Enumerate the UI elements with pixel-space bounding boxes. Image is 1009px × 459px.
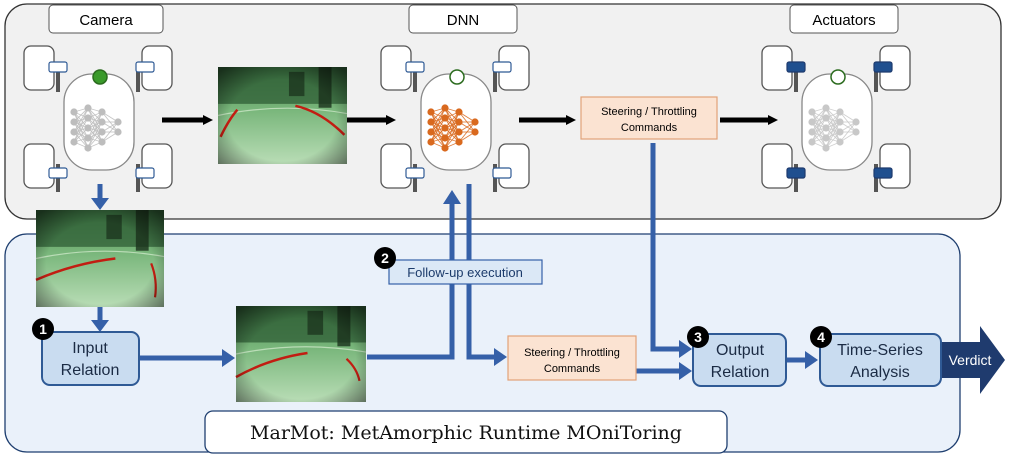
timeseries-line1: Time-Series (837, 342, 923, 359)
actuator-arm (873, 167, 893, 179)
step-1-number: 1 (39, 321, 47, 337)
input-relation-box: Input Relation (41, 331, 140, 386)
camera-frame-captured (35, 210, 165, 307)
arrow-dnn-to-followup-commands (466, 184, 496, 360)
wheel-icon (23, 143, 55, 189)
marmot-title-box: MarMot: MetAmorphic Runtime MOniToring (204, 410, 728, 454)
wheel-icon (141, 143, 173, 189)
marmot-title: MarMot: MetAmorphic Runtime MOniToring (250, 422, 682, 444)
step-3-badge: 3 (687, 326, 709, 348)
actuators-label: Actuators (812, 12, 875, 29)
arrow-followup-to-dnn (367, 204, 455, 360)
actuator-arm (48, 61, 68, 73)
car-dnn-icon (380, 45, 530, 192)
timeseries-analysis-box: Time-Series Analysis (819, 333, 942, 387)
wheel-icon (761, 143, 793, 189)
arrowhead-frame-to-input (91, 320, 109, 332)
camera-vignette (236, 306, 366, 402)
camera-dot-icon (830, 69, 846, 85)
actuator-arm (405, 61, 425, 73)
arrowhead-input-to-frame (222, 349, 235, 367)
dnn-label-box: DNN (408, 4, 518, 34)
commands-box-followup: Steering / Throttling Commands (507, 335, 637, 381)
input-relation-line2: Relation (61, 362, 120, 379)
camera-label: Camera (79, 12, 133, 29)
wheel-icon (498, 143, 530, 189)
step-3-number: 3 (694, 329, 702, 345)
actuator-arm (135, 61, 155, 73)
step-1-badge: 1 (32, 318, 54, 340)
axle-rod (874, 64, 878, 92)
camera-vignette (36, 210, 164, 307)
axle-rod (56, 64, 60, 92)
arrowhead-output-to-timeseries (805, 351, 818, 369)
step-4-number: 4 (817, 329, 825, 345)
commands-box-original: Steering / Throttling Commands (580, 96, 718, 140)
axle-rod (493, 64, 497, 92)
output-relation-line1: Output (716, 342, 765, 359)
camera-vignette (218, 67, 347, 164)
actuator-arm (48, 167, 68, 179)
followup-execution-label-box: Follow-up execution (388, 259, 543, 285)
neural-network-icon (427, 104, 479, 152)
wheel-icon (879, 143, 911, 189)
arrowhead-dnn-to-commands (494, 348, 507, 366)
timeseries-line2: Analysis (850, 364, 910, 381)
output-relation-box: Output Relation (692, 333, 787, 387)
camera-frame-original (217, 67, 348, 164)
arrow-original-commands-to-output (650, 143, 680, 352)
vehicle-panel (4, 3, 1002, 220)
step-4-badge: 4 (810, 326, 832, 348)
actuator-arm (492, 167, 512, 179)
camera-label-box: Camera (48, 4, 164, 34)
actuators-label-box: Actuators (789, 4, 899, 34)
car-camera-icon (23, 45, 173, 192)
step-2-number: 2 (381, 250, 389, 266)
commands-followup-line2: Commands (544, 363, 601, 375)
output-relation-line2: Relation (711, 364, 770, 381)
verdict-arrow: Verdict (942, 326, 1005, 394)
camera-dot-icon (449, 69, 465, 85)
verdict-label: Verdict (949, 352, 992, 368)
actuator-arm (786, 61, 806, 73)
step-2-badge: 2 (374, 247, 396, 269)
arrowhead-followup-to-dnn (443, 190, 461, 204)
actuator-arm (873, 61, 893, 73)
actuator-arm (135, 167, 155, 179)
wheel-icon (380, 143, 412, 189)
commands-original-line1: Steering / Throttling (601, 106, 697, 118)
dnn-label: DNN (447, 12, 480, 29)
followup-execution-label: Follow-up execution (407, 265, 523, 280)
actuator-arm (405, 167, 425, 179)
arrowhead-commands-to-output (679, 340, 692, 358)
axle-rod (794, 64, 798, 92)
neural-network-icon (70, 104, 122, 152)
commands-original-line2: Commands (621, 122, 678, 134)
camera-frame-transformed (235, 306, 367, 402)
camera-dot-icon (92, 69, 108, 85)
arrowhead-camera-to-frame (91, 198, 109, 210)
actuator-arm (492, 61, 512, 73)
axle-rod (413, 64, 417, 92)
arrowhead-followup-to-output (679, 362, 692, 380)
actuator-arm (786, 167, 806, 179)
input-relation-line1: Input (72, 340, 108, 357)
axle-rod (136, 64, 140, 92)
car-actuators-icon (761, 45, 911, 192)
neural-network-icon (808, 104, 860, 152)
commands-followup-line1: Steering / Throttling (524, 347, 620, 359)
